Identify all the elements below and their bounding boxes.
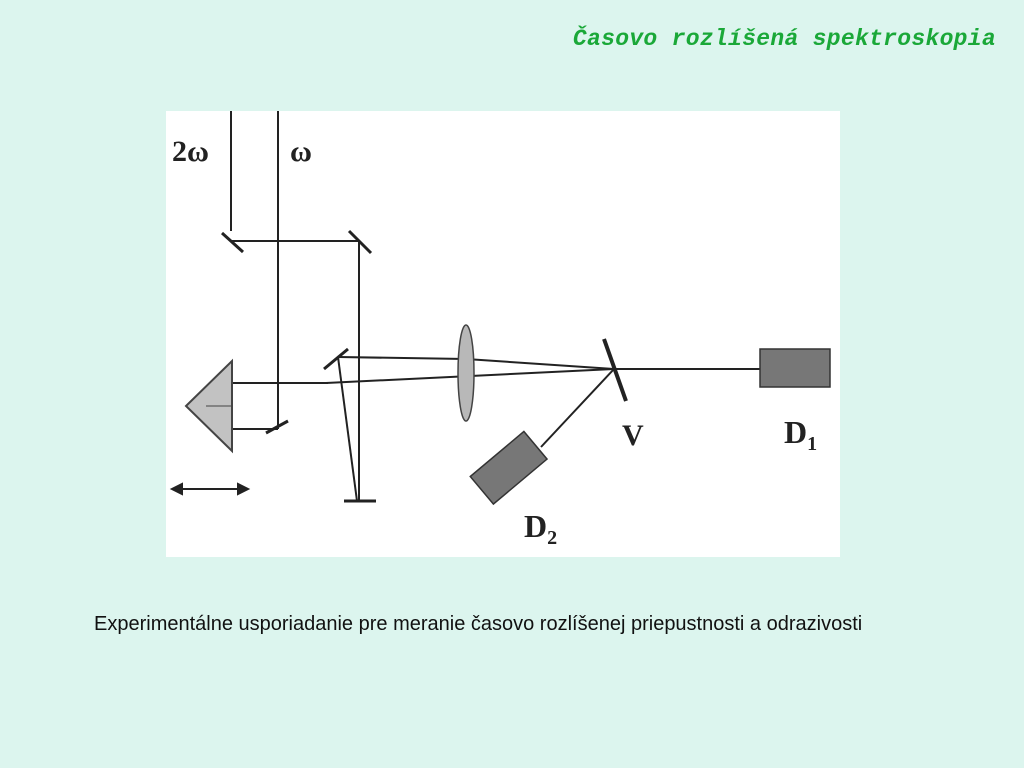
beam-to-lens: [337, 356, 467, 360]
mirror-1: [220, 231, 245, 254]
experimental-setup-diagram: 2ω ω V D1 D2: [166, 111, 840, 557]
label-d1-sub: 1: [807, 433, 817, 455]
detector-d2: [469, 430, 549, 506]
translation-arrow: [169, 482, 251, 496]
label-2w: 2ω: [172, 135, 209, 168]
mirror-3: [265, 419, 289, 435]
label-d2: D2: [524, 508, 557, 549]
setup-svg: 2ω ω V D1 D2: [169, 111, 831, 549]
label-d1: D1: [784, 414, 817, 455]
beam-sample-to-d2: [540, 368, 615, 448]
mirror-2: [347, 229, 373, 255]
label-sample-v: V: [622, 419, 644, 452]
slide-title: Časovo rozlíšená spektroskopia: [572, 26, 996, 52]
sample-V-plate: [602, 338, 628, 402]
beam-mirror-diagonal: [337, 356, 358, 502]
beam-lens-to-sample-a: [465, 358, 615, 370]
figure-caption: Experimentálne usporiadanie pre meranie …: [94, 613, 863, 635]
label-w: ω: [290, 135, 312, 168]
label-d1-base: D: [784, 414, 807, 450]
label-d2-sub: 2: [547, 527, 557, 549]
label-d2-base: D: [524, 508, 547, 544]
detector-d1: [759, 348, 831, 388]
focusing-lens: [457, 324, 475, 422]
mirror-4: [323, 347, 349, 371]
